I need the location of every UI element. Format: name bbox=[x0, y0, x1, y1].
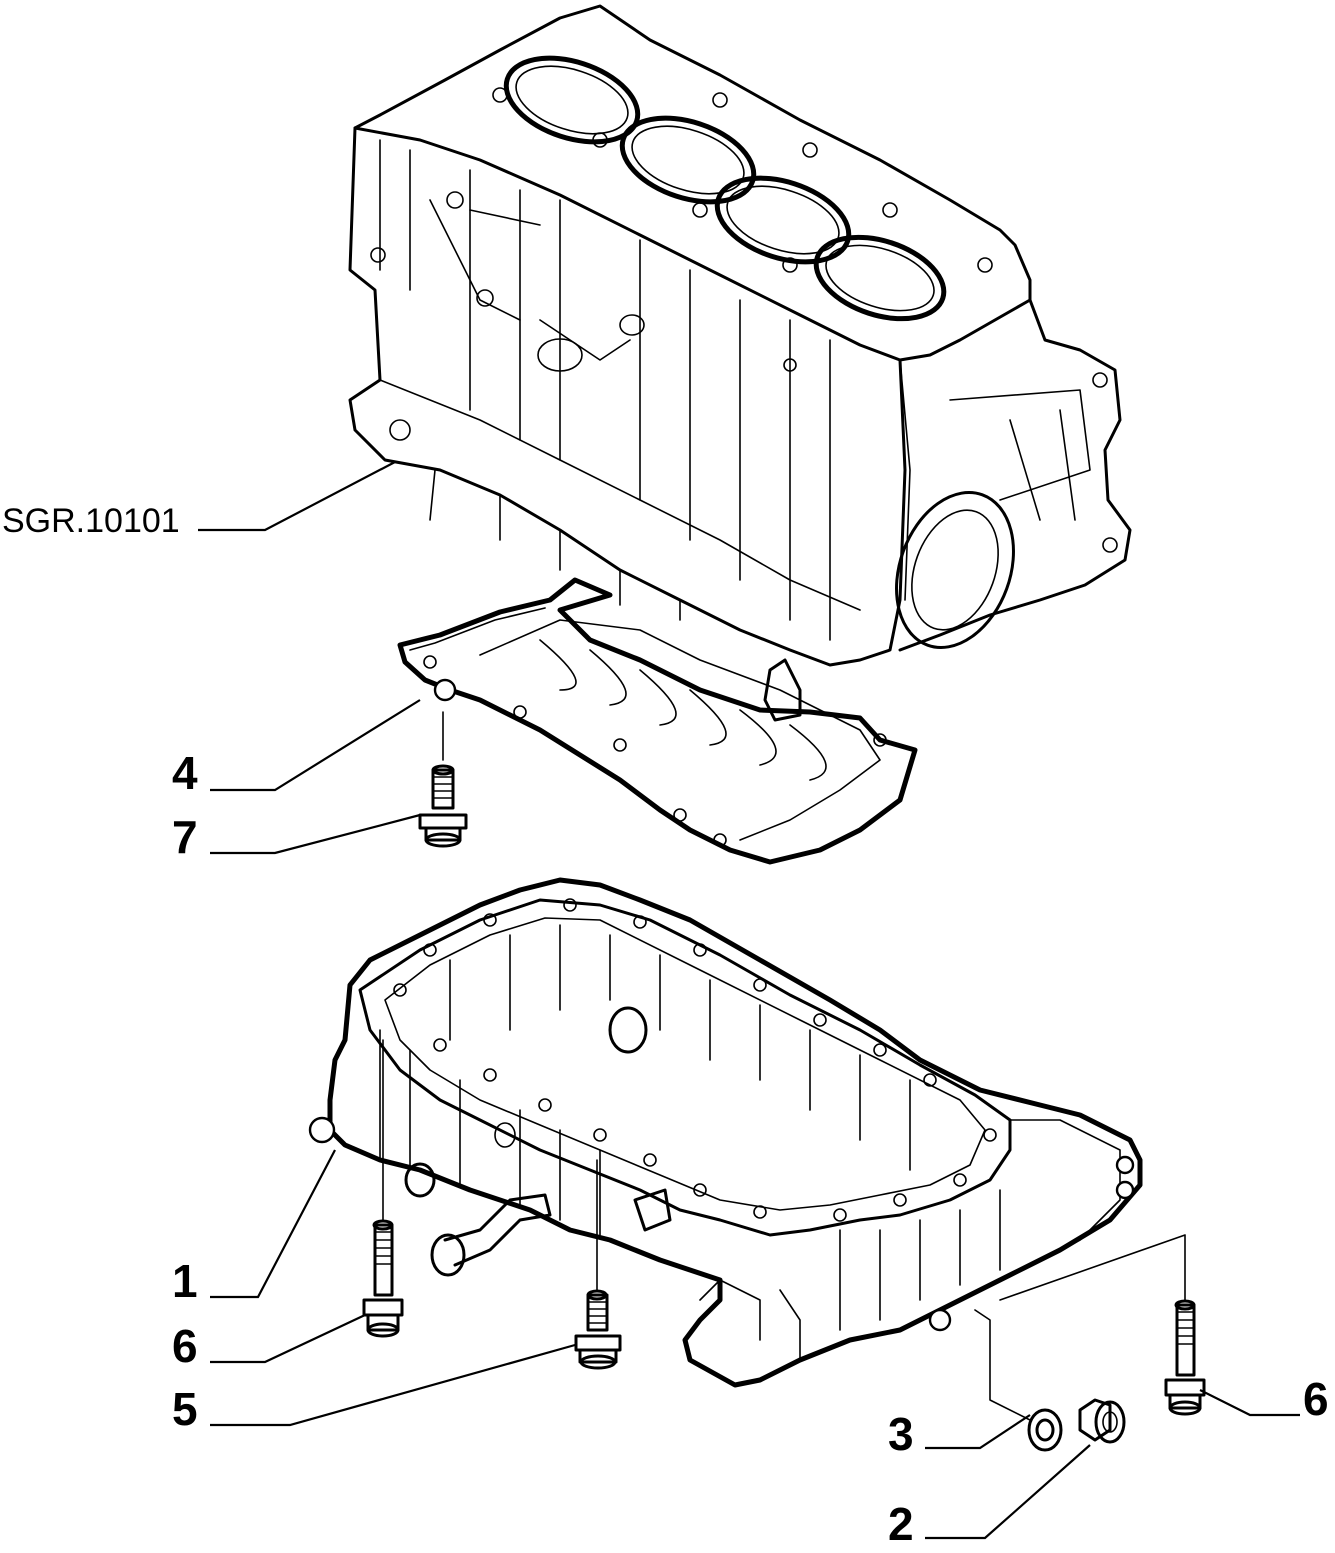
leader-1 bbox=[210, 1149, 336, 1299]
callout-2: 2 bbox=[888, 1498, 914, 1550]
callout-6-right: 6 bbox=[1303, 1373, 1329, 1425]
callout-1: 1 bbox=[172, 1255, 198, 1307]
callout-6-left: 6 bbox=[172, 1320, 198, 1372]
long-bolt-right bbox=[999, 1234, 1206, 1416]
long-bolt bbox=[362, 1039, 404, 1338]
leader-3 bbox=[925, 1414, 1031, 1450]
leader-6b bbox=[1199, 1389, 1300, 1417]
short-bolt bbox=[418, 711, 468, 848]
leader-5 bbox=[210, 1343, 576, 1427]
callout-7: 7 bbox=[172, 811, 198, 863]
reference-label: SGR.10101 bbox=[2, 502, 180, 540]
callout-3: 3 bbox=[888, 1408, 914, 1460]
oil-baffle-plate bbox=[397, 577, 918, 865]
leader-4 bbox=[210, 699, 421, 792]
leader-ref bbox=[198, 461, 396, 532]
callout-4: 4 bbox=[172, 747, 198, 799]
leader-lines bbox=[198, 461, 1300, 1540]
drain-plug-washer bbox=[974, 1309, 1063, 1452]
callout-5: 5 bbox=[172, 1383, 198, 1435]
drain-plug bbox=[1078, 1398, 1126, 1444]
cylinder-block bbox=[348, 4, 1132, 722]
leader-6a bbox=[210, 1314, 366, 1364]
leader-2 bbox=[925, 1444, 1091, 1540]
oil-sump-pan bbox=[308, 877, 1143, 1388]
leader-7 bbox=[210, 813, 421, 855]
pan-bolt bbox=[574, 1159, 622, 1370]
